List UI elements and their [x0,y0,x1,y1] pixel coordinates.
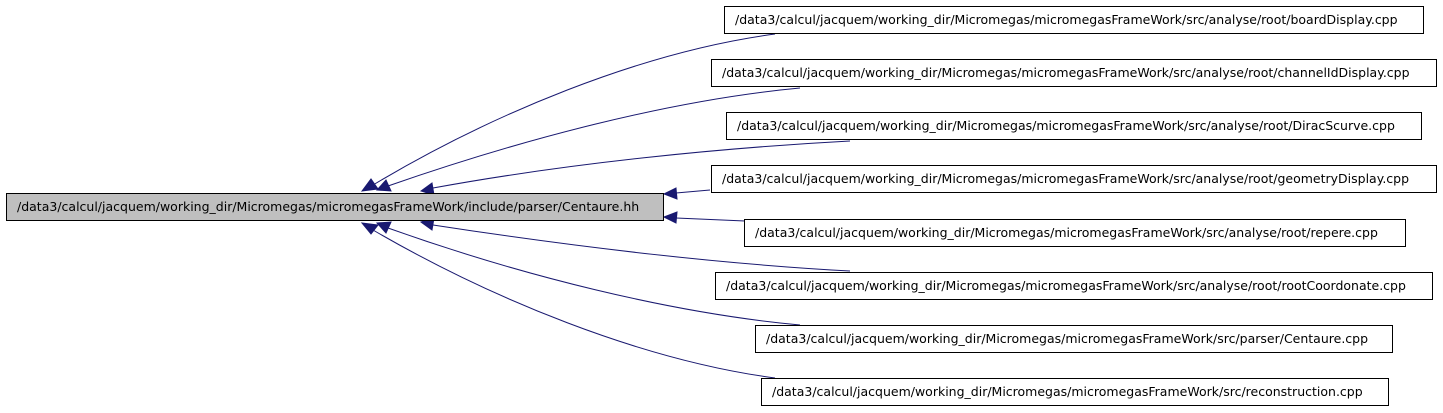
root-node-label: /data3/calcul/jacquem/working_dir/Microm… [17,199,639,214]
includer-node-boardDisplay[interactable]: /data3/calcul/jacquem/working_dir/Microm… [724,6,1424,34]
includer-label: /data3/calcul/jacquem/working_dir/Microm… [722,65,1410,80]
root-node[interactable]: /data3/calcul/jacquem/working_dir/Microm… [6,193,664,221]
edges [360,33,851,379]
includer-label: /data3/calcul/jacquem/working_dir/Microm… [735,12,1398,27]
edge-channelIdDisplay [375,87,801,192]
edge-geometryDisplay [662,187,711,200]
edge-repere [662,211,746,224]
includer-node-repere[interactable]: /data3/calcul/jacquem/working_dir/Microm… [744,219,1406,247]
includer-node-Centaure-cpp[interactable]: /data3/calcul/jacquem/working_dir/Microm… [755,325,1393,353]
includer-node-rootCoordonate[interactable]: /data3/calcul/jacquem/working_dir/Microm… [715,272,1433,300]
includer-label: /data3/calcul/jacquem/working_dir/Microm… [722,171,1409,186]
includer-node-channelIdDisplay[interactable]: /data3/calcul/jacquem/working_dir/Microm… [711,59,1437,87]
includer-label: /data3/calcul/jacquem/working_dir/Microm… [726,278,1406,293]
includer-label: /data3/calcul/jacquem/working_dir/Microm… [766,331,1368,346]
edge-Centaure-cpp [375,221,801,326]
edge-boardDisplay [360,33,776,192]
includer-label: /data3/calcul/jacquem/working_dir/Microm… [755,225,1378,240]
edge-reconstruction [360,222,776,379]
includer-node-geometryDisplay[interactable]: /data3/calcul/jacquem/working_dir/Microm… [711,165,1437,193]
edge-DiracScurve [419,140,851,196]
includer-node-DiracScurve[interactable]: /data3/calcul/jacquem/working_dir/Microm… [726,112,1422,140]
includer-label: /data3/calcul/jacquem/working_dir/Microm… [772,384,1363,399]
includer-label: /data3/calcul/jacquem/working_dir/Microm… [737,118,1395,133]
includer-node-reconstruction[interactable]: /data3/calcul/jacquem/working_dir/Microm… [761,378,1389,406]
